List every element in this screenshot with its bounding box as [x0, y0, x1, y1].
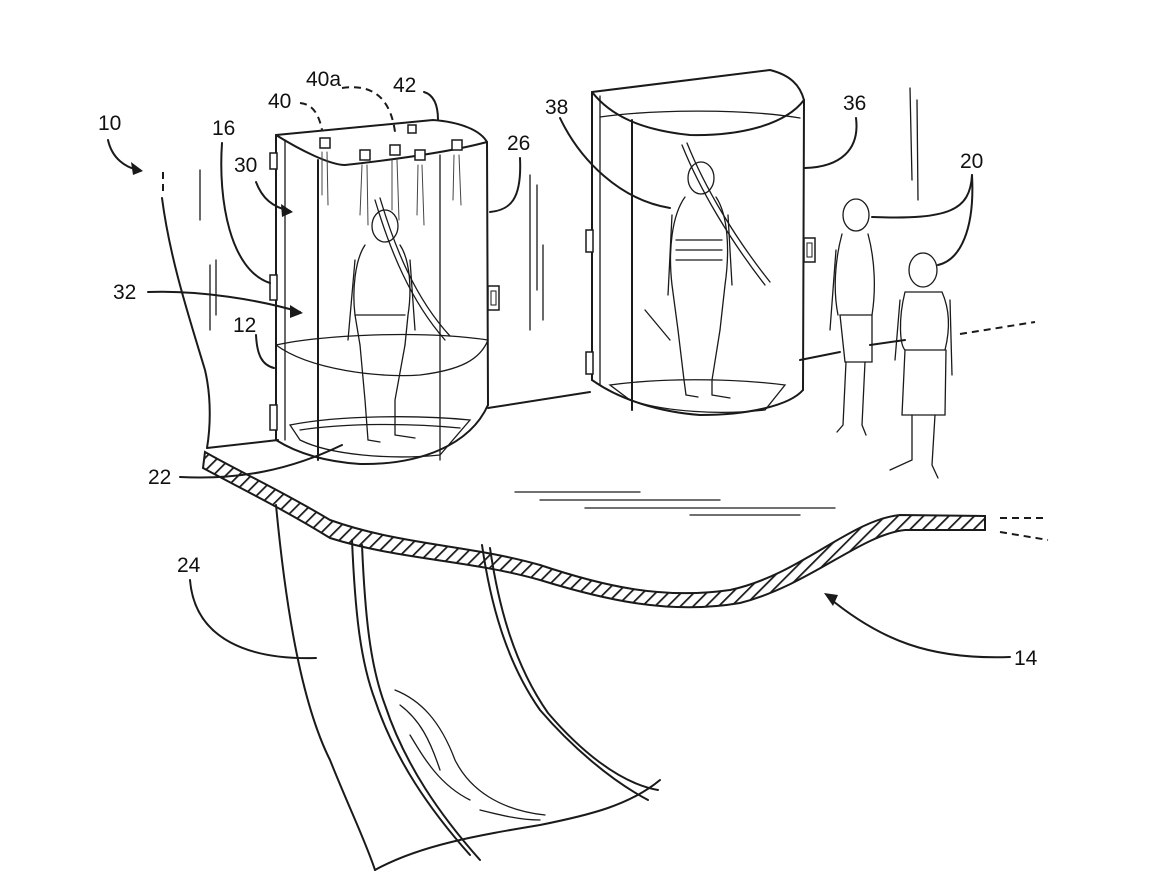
- label-32: 32: [113, 281, 136, 304]
- water-spray: [321, 151, 462, 226]
- label-22: 22: [148, 466, 171, 489]
- label-20: 20: [960, 150, 983, 173]
- shower-nozzles: [319, 124, 463, 161]
- person-booth-first: [347, 209, 416, 443]
- reference-labels: 10 16 30 40 40a 42 26 32 12 22 38 36 20 …: [98, 68, 1038, 670]
- water-slide: [275, 504, 661, 871]
- person-standing-back: [829, 198, 875, 436]
- person-standing-front: [889, 252, 953, 479]
- label-14: 14: [1014, 647, 1038, 670]
- label-24: 24: [177, 554, 201, 577]
- floor-ledge: [161, 172, 1049, 609]
- booth-first: [269, 119, 500, 466]
- label-38: 38: [545, 96, 568, 119]
- label-40: 40: [268, 90, 291, 113]
- label-36: 36: [843, 92, 866, 115]
- booth-second: [585, 69, 816, 416]
- label-10: 10: [98, 112, 121, 135]
- label-30: 30: [234, 154, 257, 177]
- label-12: 12: [233, 314, 256, 337]
- label-40a: 40a: [306, 68, 341, 91]
- label-42: 42: [393, 74, 416, 97]
- label-26: 26: [507, 132, 530, 155]
- motion-streaks: [199, 87, 919, 331]
- person-booth-second: [667, 161, 733, 399]
- waiting-people: [829, 198, 953, 479]
- leader-lines: [107, 86, 1011, 660]
- label-16: 16: [212, 117, 235, 140]
